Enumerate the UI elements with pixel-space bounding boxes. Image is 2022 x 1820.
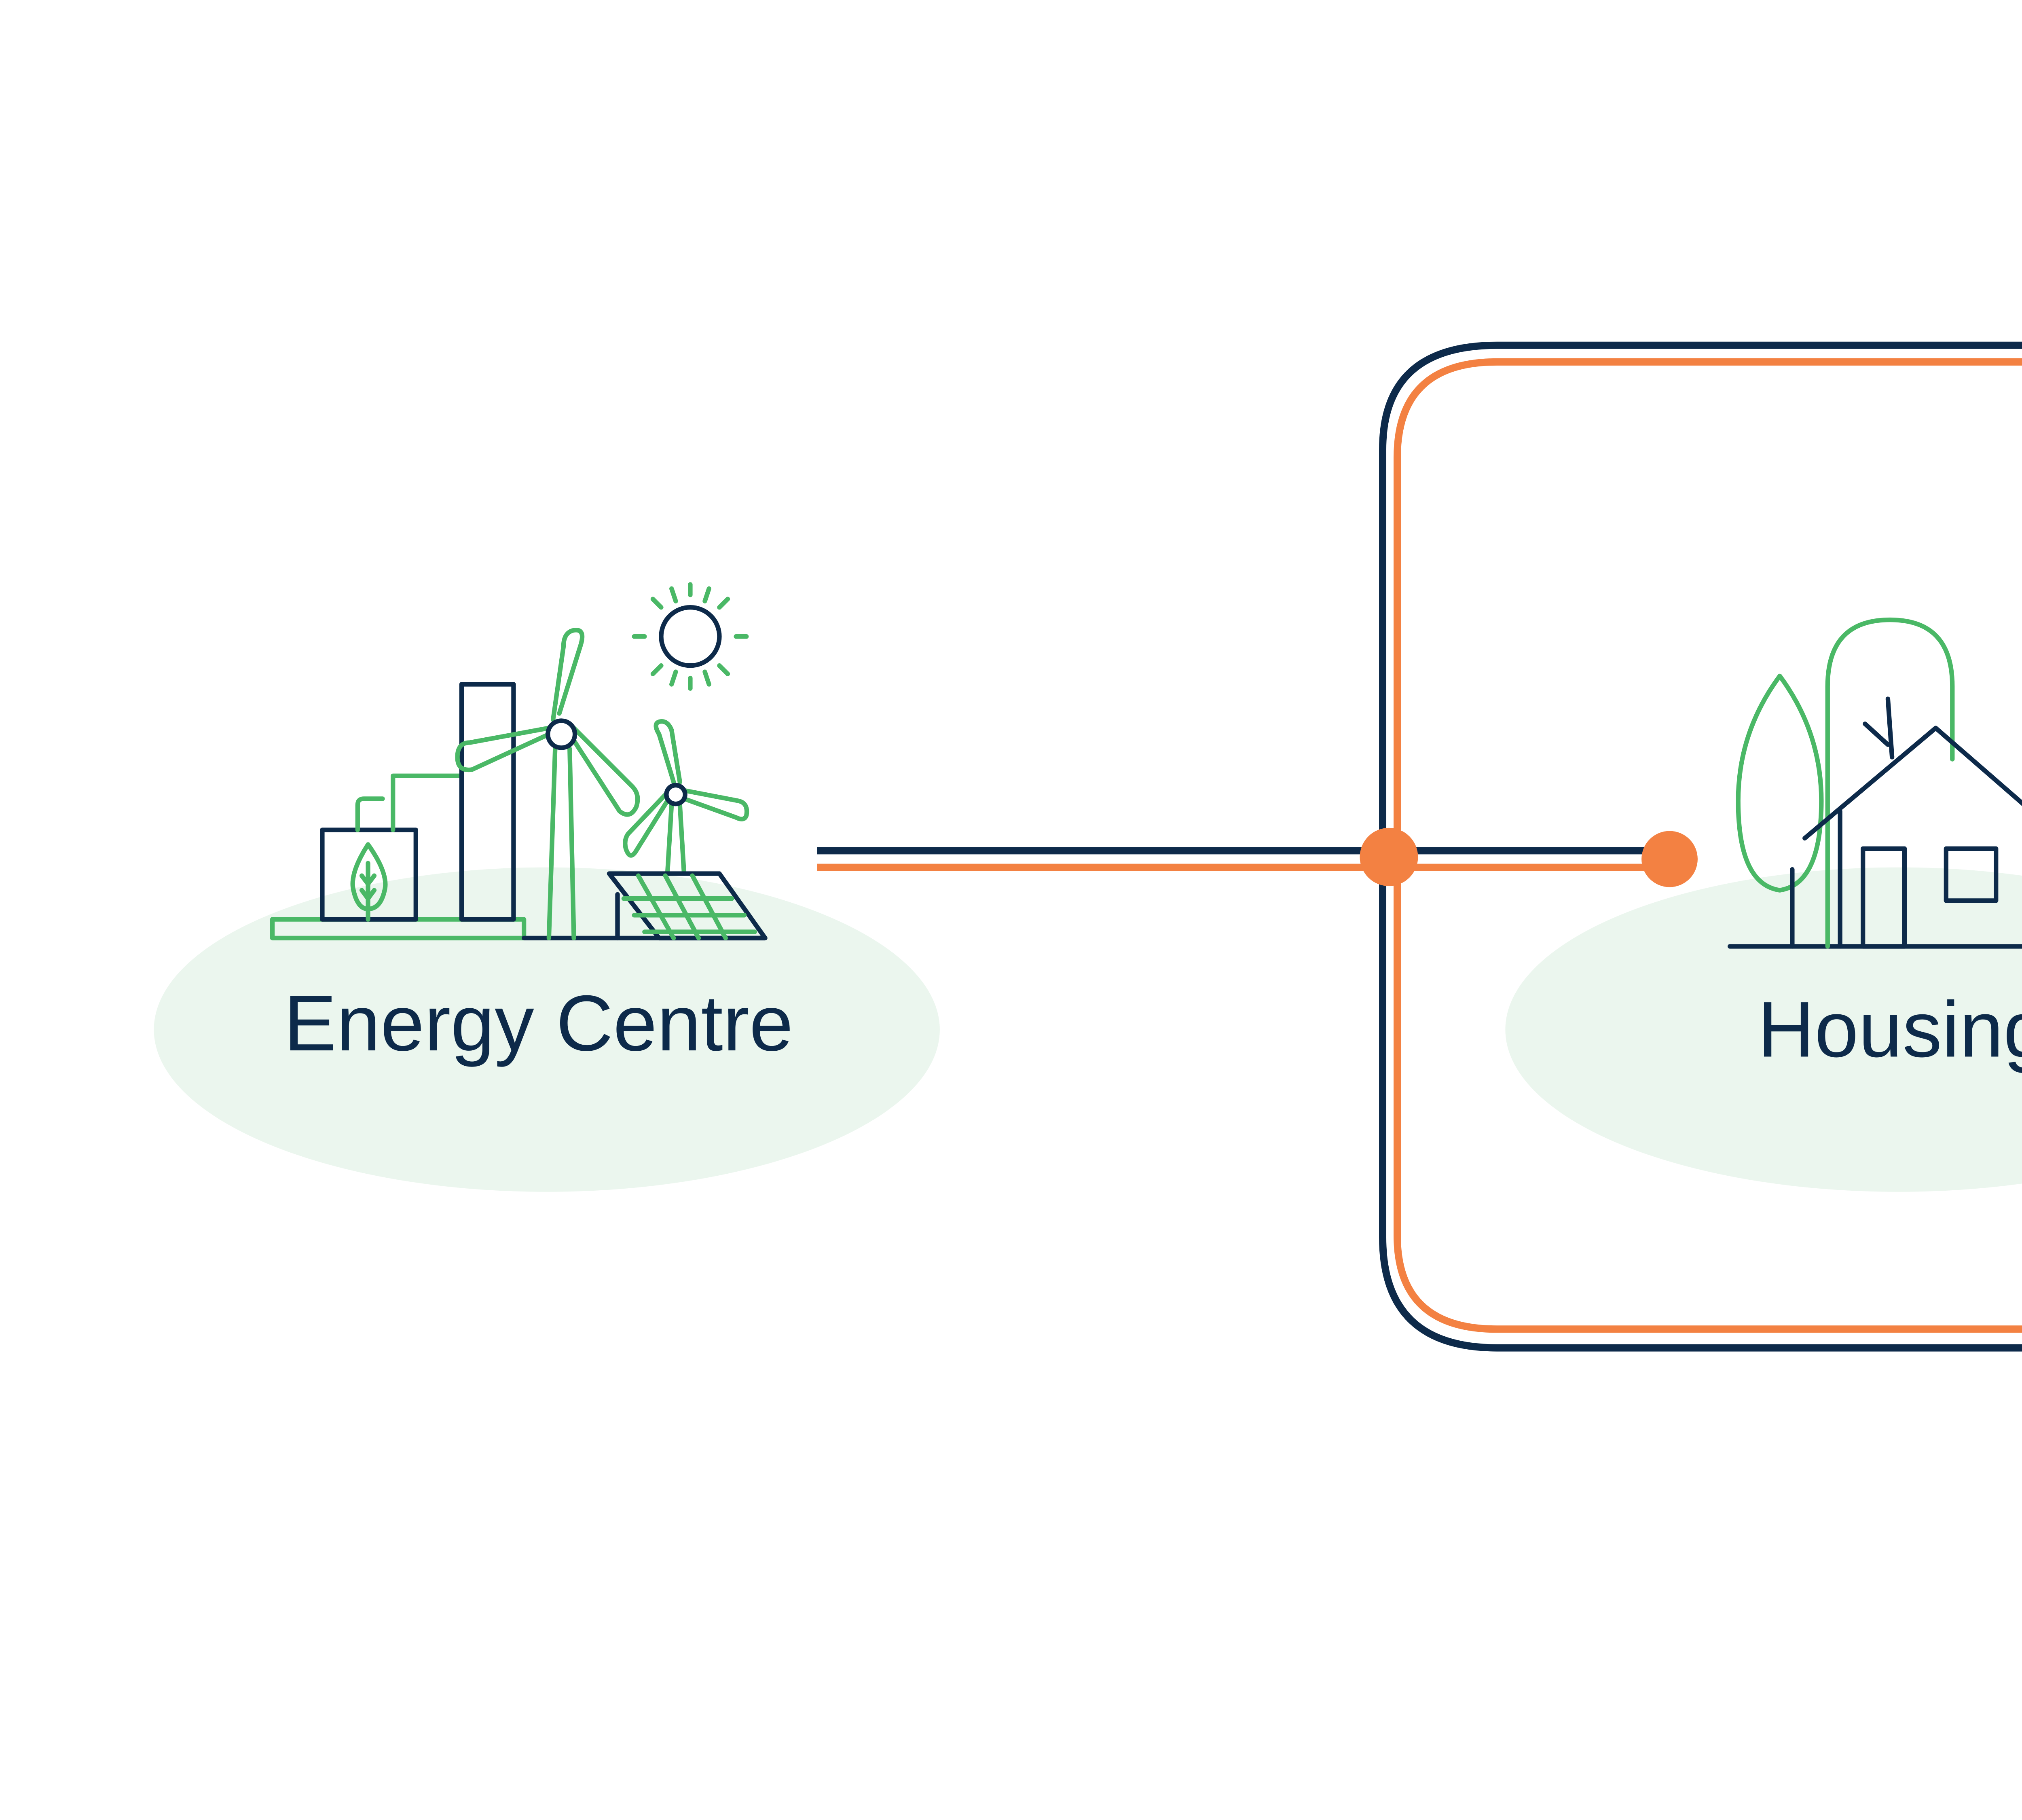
- wind-turbine-large-icon: [455, 628, 640, 941]
- commercial-return-pipe: [1394, 358, 2022, 857]
- housing-label: Housing: [1758, 986, 2022, 1074]
- energy-centre-label: Energy Centre: [284, 979, 793, 1067]
- tree-right: [1825, 617, 1955, 949]
- energy-centre-icon: [270, 582, 768, 941]
- tree-left: [1736, 673, 1824, 893]
- solar-panel-icon: [607, 871, 768, 941]
- apartments-flow-pipe: [1379, 857, 2022, 1352]
- door: [1861, 846, 1907, 949]
- commercial-flow-pipe: [1379, 341, 2022, 857]
- house-with-trees-icon: [1727, 617, 2022, 949]
- pipe-network: [817, 341, 2022, 1352]
- window: [1944, 846, 1999, 903]
- wind-turbine-small-icon: [623, 719, 749, 876]
- chimney: [459, 682, 516, 922]
- housing-connection-node: [1641, 831, 1698, 887]
- energy-centre-ground: [154, 867, 940, 1192]
- sun-icon: [632, 582, 749, 691]
- leaf-icon: [350, 842, 388, 922]
- junction-node-icon: [1360, 827, 1418, 886]
- apartments-return-pipe: [1394, 857, 2022, 1333]
